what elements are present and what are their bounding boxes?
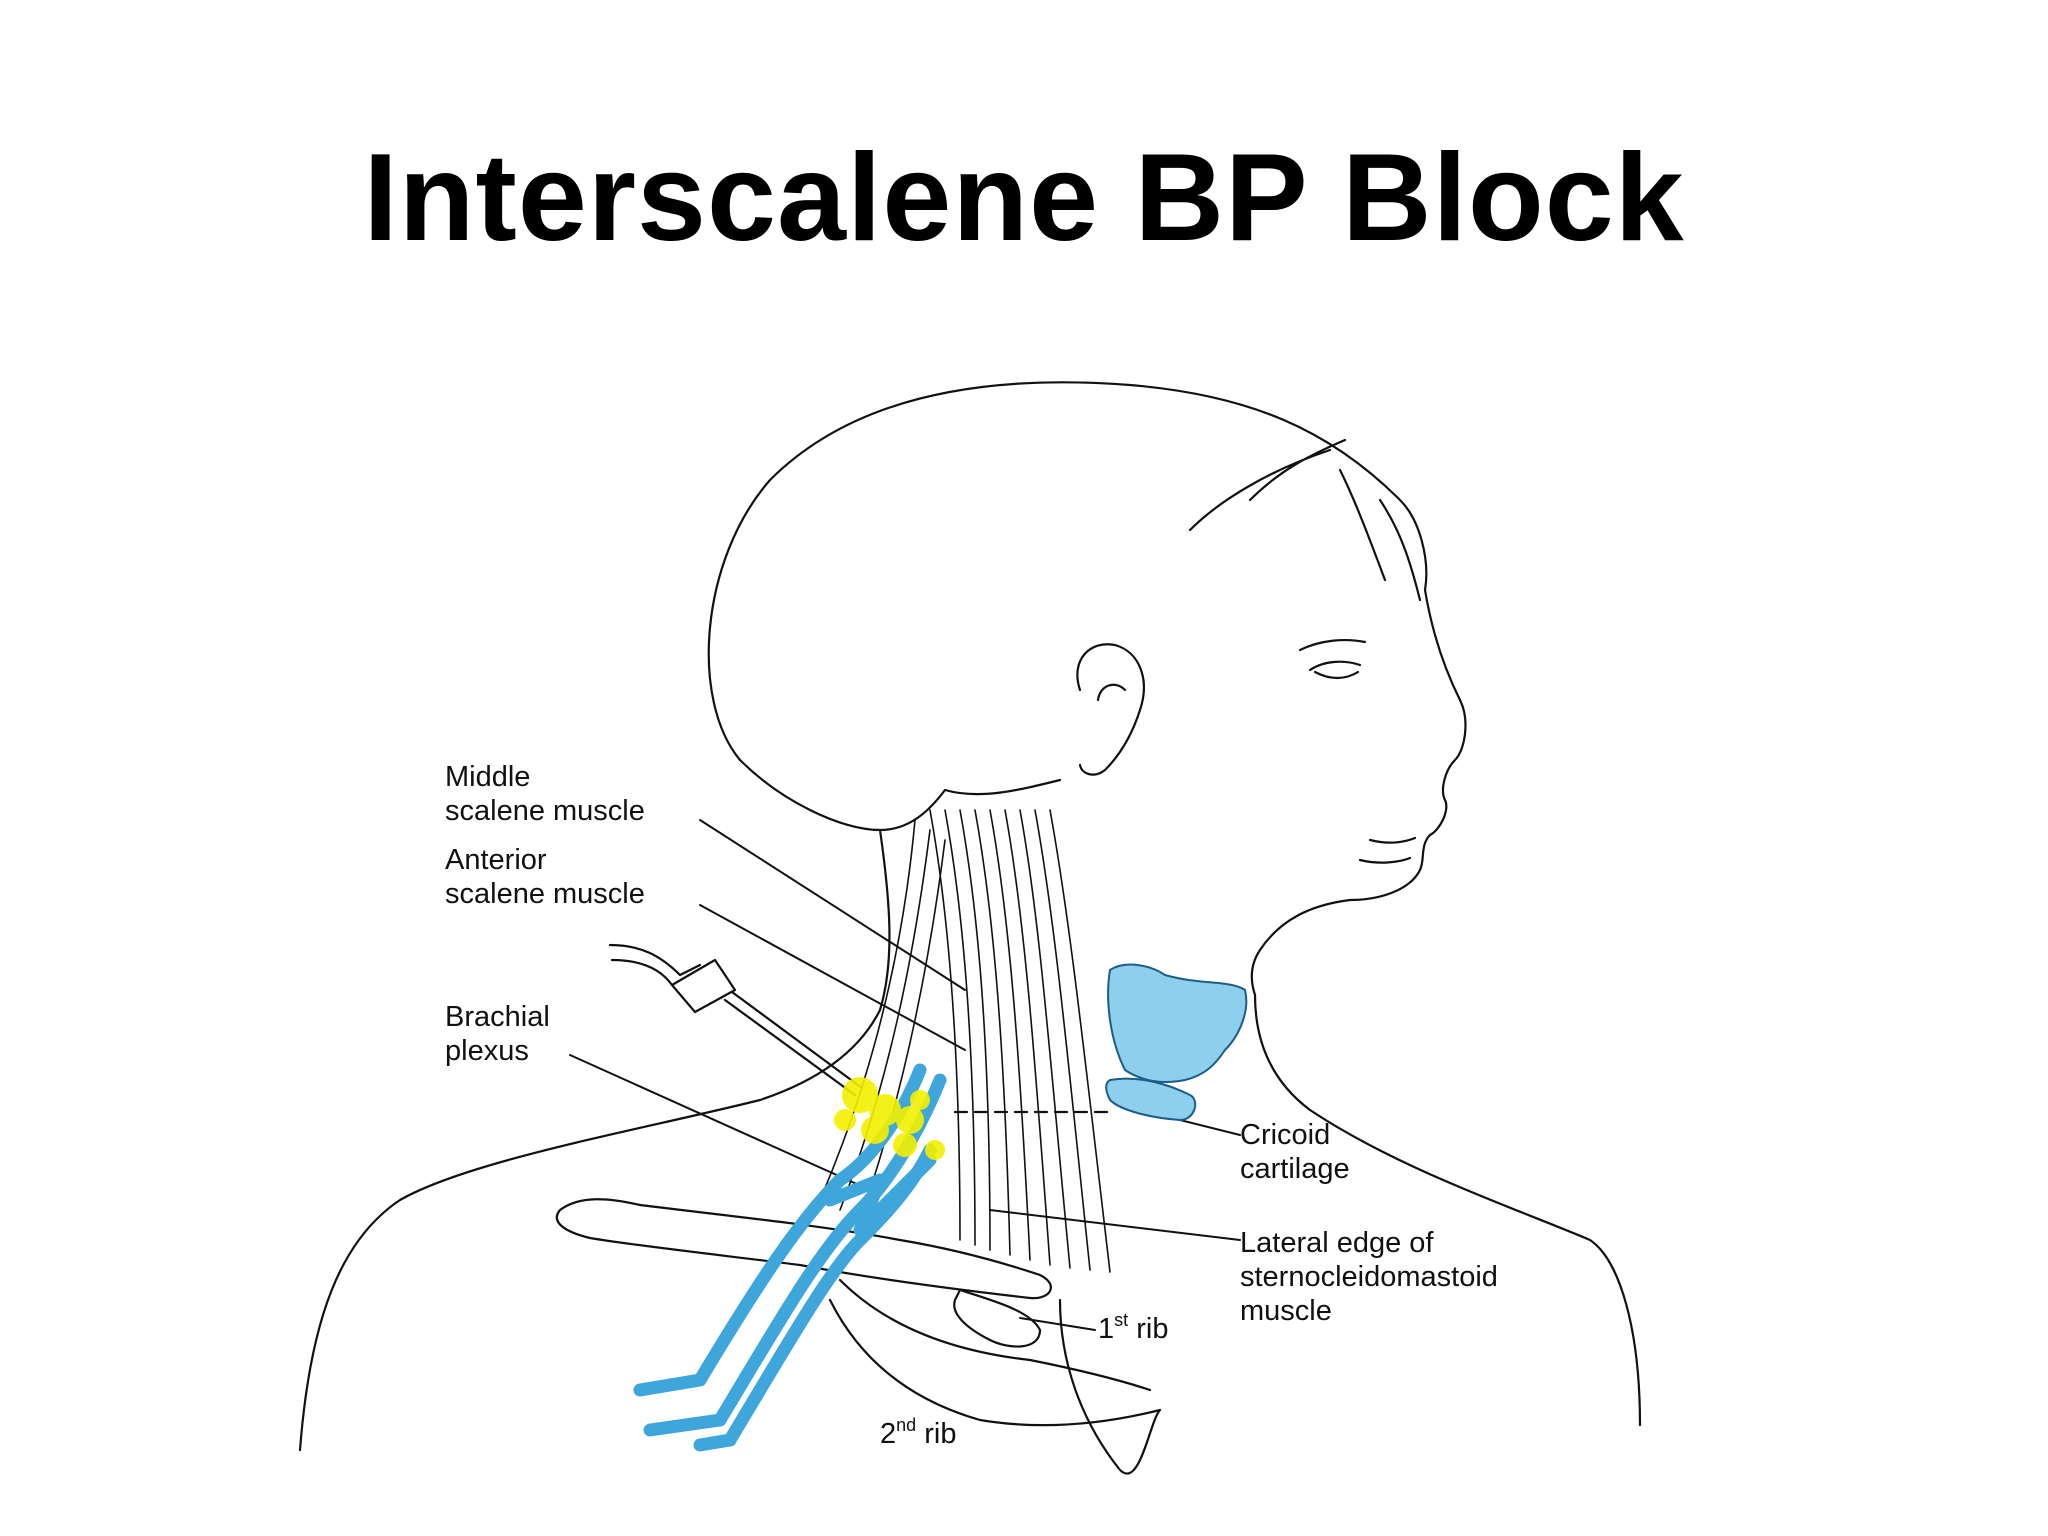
ear: [1076, 643, 1145, 776]
label-middle-scalene: Middle scalene muscle: [445, 761, 645, 827]
neck-back: [298, 828, 891, 1452]
neck-muscle-fibers: [819, 809, 1111, 1273]
needle-hub: [608, 943, 702, 987]
slide-title: Interscalene BP Block: [363, 129, 1685, 267]
eye: [1298, 638, 1367, 680]
cricoid-cartilage-shape: [1105, 963, 1248, 1122]
hair-lower: [738, 758, 1062, 832]
needle-barrel: [670, 958, 737, 1014]
brachial-plexus-shape: [633, 1063, 947, 1452]
label-cricoid-cartilage: Cricoid cartilage: [1240, 1119, 1350, 1185]
injectate-spread: [834, 1077, 945, 1160]
label-sternocleidomastoid: Lateral edge of sternocleidomastoid musc…: [1240, 1227, 1498, 1327]
mouth: [1358, 836, 1417, 864]
hair-fringe: [1188, 438, 1422, 602]
neck-front: [1253, 993, 1642, 1427]
first-rib: [838, 1278, 1152, 1392]
label-second-rib: 2nd rib: [880, 1415, 957, 1450]
clavicle: [555, 1198, 1052, 1300]
head-outline: [707, 381, 1428, 762]
face-profile: [1250, 588, 1467, 997]
label-first-rib: 1st rib: [1098, 1310, 1169, 1345]
second-rib: [828, 1298, 1162, 1475]
label-anterior-scalene: Anterior scalene muscle: [445, 844, 645, 910]
needle-shaft: [723, 990, 864, 1097]
label-brachial-plexus: Brachial plexus: [445, 1001, 550, 1067]
leader-lines: [569, 819, 1241, 1331]
